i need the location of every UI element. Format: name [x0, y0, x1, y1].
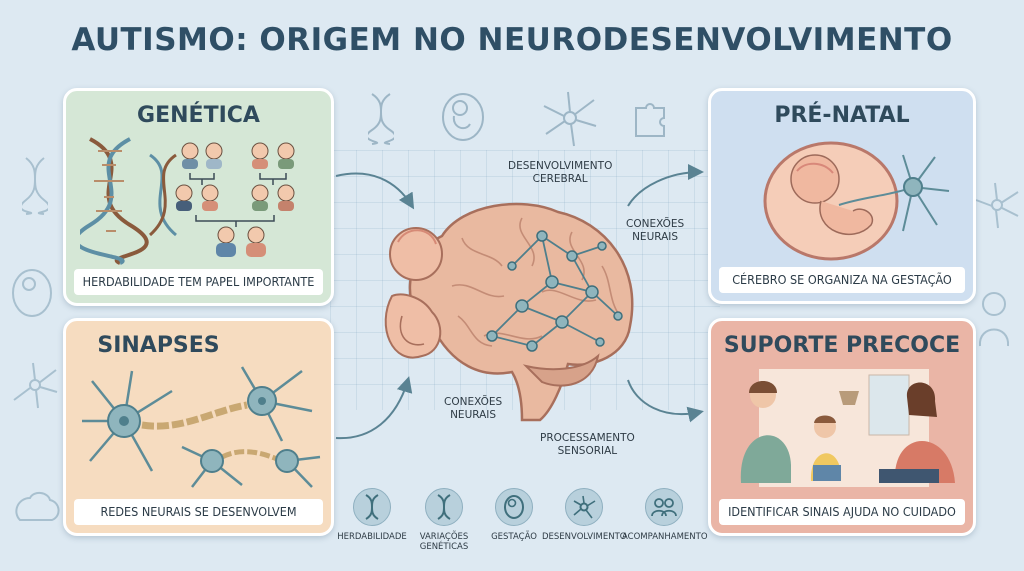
panel-suporte-caption: IDENTIFICAR SINAIS AJUDA NO CUIDADO	[719, 499, 965, 525]
brain-illustration	[384, 202, 634, 422]
label-conexoes-top-line1: CONEXÕES	[626, 218, 685, 230]
panel-suporte-title: SUPORTE PRECOCE	[723, 333, 961, 358]
fetus-icon	[495, 488, 533, 526]
family-tree-illustration	[175, 142, 295, 257]
bottom-icon-gestation: GESTAÇÃO	[472, 488, 556, 542]
bottom-icon-heredity: HERDABILIDADE	[330, 488, 414, 542]
label-conexoes-top-line2: NEURAIS	[632, 231, 679, 243]
decor-fetus-icon	[442, 93, 484, 141]
neuron-network-illustration	[82, 366, 321, 488]
panel-prenatal-title: PRÉ-NATAL	[774, 103, 910, 128]
dna-icon	[353, 488, 391, 526]
label-processamento-line2: SENSORIAL	[557, 445, 618, 457]
neuron-icon	[565, 488, 603, 526]
panel-prenatal-caption: CÉREBRO SE ORGANIZA NA GESTAÇÃO	[719, 267, 965, 293]
panel-genetica: GENÉTICA HERDABILIDADE TEM PAPEL IMPORTA…	[63, 88, 334, 306]
label-processamento-line1: PROCESSAMENTO	[540, 432, 635, 444]
panel-sinapses: SINAPSES REDES NEURAIS SE DESENVOLVEM	[63, 318, 334, 536]
decor-brain-icon-left	[15, 492, 60, 521]
decor-dna-icon-left	[22, 157, 48, 215]
panel-prenatal: PRÉ-NATAL CÉREBRO SE ORGANIZA NA GESTAÇÃ…	[708, 88, 976, 304]
bottom-icon-label: HERDABILIDADE	[337, 532, 407, 542]
decor-dna-icon	[368, 93, 394, 145]
fetus-illustration	[763, 141, 950, 261]
decor-fetus-icon-left	[12, 269, 52, 317]
label-desenvolvimento-cerebral: DESENVOLVIMENTO CEREBRAL	[508, 160, 612, 186]
label-conexoes-left-line2: NEURAIS	[450, 409, 497, 421]
people-icon	[645, 488, 683, 526]
panel-sinapses-title: SINAPSES	[97, 333, 220, 358]
caregivers-illustration	[740, 369, 955, 487]
label-conexoes-neurais-left: CONEXÕES NEURAIS	[444, 396, 502, 422]
label-desenvolvimento-line1: DESENVOLVIMENTO	[508, 160, 613, 172]
bottom-icon-label: DESENVOLVIMENTO	[542, 532, 627, 542]
dna-icon	[425, 488, 463, 526]
bottom-icon-development: DESENVOLVIMENTO	[542, 488, 626, 542]
label-conexoes-left-line1: CONEXÕES	[444, 396, 503, 408]
bottom-icon-label: GESTAÇÃO	[491, 532, 537, 542]
panel-sinapses-caption: REDES NEURAIS SE DESENVOLVEM	[74, 499, 323, 525]
panel-genetica-title: GENÉTICA	[137, 103, 260, 128]
bottom-icon-label: ACOMPANHAMENTO	[622, 532, 708, 542]
decor-baby-icon-right	[978, 292, 1010, 347]
decor-neuron-icon	[543, 91, 597, 147]
label-conexoes-neurais-top: CONEXÕES NEURAIS	[626, 218, 684, 244]
decor-neuron-icon-right	[975, 182, 1019, 229]
label-desenvolvimento-line2: CEREBRAL	[532, 173, 588, 185]
panel-genetica-caption: HERDABILIDADE TEM PAPEL IMPORTANTE	[74, 269, 323, 295]
panel-suporte: SUPORTE PRECOCE IDENTIFICAR SINAIS AJUDA…	[708, 318, 976, 536]
bottom-icon-follow-up: ACOMPANHAMENTO	[622, 488, 708, 542]
page-title: AUTISMO: ORIGEM NO NEURODESENVOLVIMENTO	[71, 22, 953, 58]
decor-puzzle-icon	[635, 103, 665, 137]
label-processamento-sensorial: PROCESSAMENTO SENSORIAL	[540, 432, 635, 458]
dna-illustration	[80, 137, 177, 265]
decor-neuron-icon-left	[13, 362, 58, 409]
